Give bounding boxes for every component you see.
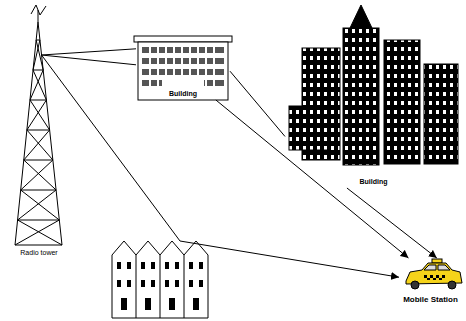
office-building-part-part [189,46,191,76]
node-label: Building [168,90,198,98]
radio-tower-part [21,190,56,191]
signal-path [347,188,437,258]
taxi-car-part [411,281,419,289]
office-building-part-part [213,46,215,87]
city-buildings-part [343,28,379,165]
node-label: Mobile Station [402,295,459,304]
row-houses-part-part [117,280,121,287]
office-building-part [150,46,214,87]
office-building-part-part [157,46,159,87]
row-houses-part-part [189,262,193,269]
office-building-part-part [173,46,175,76]
row-houses-part-part [199,262,203,269]
row-houses-part [160,255,161,318]
taxi-car-part [424,265,436,270]
row-houses-part [117,262,203,310]
taxi-car-part-part [430,275,433,278]
radio-tower-part [31,5,46,15]
building-node: Building [285,4,462,188]
row-houses-part-part [199,280,203,287]
taxi-car-part [424,275,445,280]
city-buildings-part [424,64,458,164]
office-building-part-part [165,46,167,76]
radio-tower [15,5,62,245]
signal-path [42,55,137,65]
radio-tower-part [18,40,62,245]
taxi-car-part [448,281,456,289]
row-houses-part-part [117,262,121,269]
row-houses-part-part [151,280,155,287]
row-houses-part-part [145,298,151,310]
radio-tower-part [15,245,62,246]
row-houses-part-part [121,298,127,310]
row-houses-part-part [127,280,131,287]
taxi-car-part-part [442,275,445,278]
row-houses-part [136,255,137,318]
signal-path [216,100,409,258]
row-houses-part-part [127,262,131,269]
row-houses-part-part [141,262,145,269]
radio-tower-part [24,160,53,161]
office-building-part [142,47,224,86]
office-building-part-part [205,46,207,87]
node-label: Radio tower [19,249,58,257]
office-building-part [138,42,228,100]
radio-tower-part [15,22,38,245]
taxi-car [406,259,462,289]
row-houses-part-part [175,280,179,287]
taxi-car-part-part [436,275,439,278]
taxi-car-part-part [439,278,442,280]
taxi-car-part [438,265,450,270]
office-building-part-part [181,46,183,76]
radio-tower-part [33,70,43,71]
radio-tower-part [27,130,50,131]
row-houses-part-part [189,280,193,287]
taxi-car-part [432,259,442,263]
mobile-station-node: Mobile Station [399,258,462,306]
signal-path [230,71,285,136]
row-houses-part-part [141,280,145,287]
node-label: Building [359,178,389,186]
row-houses-part-part [151,262,155,269]
office-building [134,36,232,100]
row-houses-part-part [169,298,175,310]
building-node: Building [136,36,230,100]
city-buildings-part [384,40,420,164]
radio-tower-part [30,100,46,101]
radio-tower-part [18,220,60,221]
taxi-car-part-part [424,275,427,278]
row-houses [112,241,208,318]
taxi-car-part-part [427,278,430,280]
office-building-part-part [197,46,199,76]
signal-path [42,55,400,277]
city-buildings-part [350,5,372,28]
row-houses-part-part [175,262,179,269]
tower-node: Radio tower [14,55,64,258]
office-building-part-part [149,46,151,87]
row-houses-part-part [193,298,199,310]
office-building-part [134,36,232,42]
row-houses-part-part [165,280,169,287]
city-buildings-part [289,106,329,150]
row-houses-part [112,241,208,318]
signal-path [42,49,137,55]
row-houses-part-part [165,262,169,269]
city-buildings [289,5,458,165]
taxi-car-part-part [433,278,436,280]
row-houses-part [184,255,185,318]
